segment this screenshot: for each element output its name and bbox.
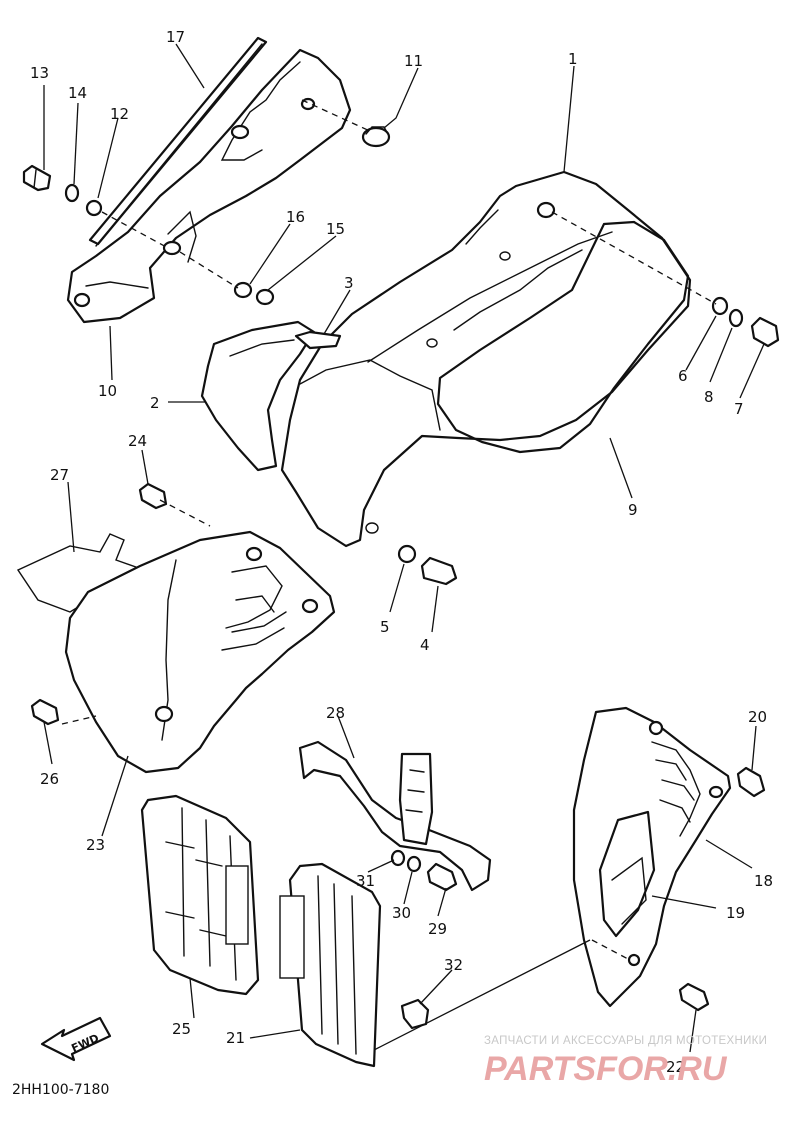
callout-22: 22 [666, 1058, 685, 1076]
callout-6: 6 [678, 367, 688, 385]
callout-23: 23 [86, 836, 105, 854]
callout-31: 31 [356, 872, 375, 890]
callout-11: 11 [404, 52, 423, 70]
part-7-bolt [750, 316, 780, 348]
leader-lines [43, 43, 765, 1053]
part-13-bolt [22, 164, 52, 192]
part-14-washer [64, 183, 80, 203]
callout-9: 9 [628, 501, 638, 519]
callout-8: 8 [704, 388, 714, 406]
callout-2: 2 [150, 394, 160, 412]
part-10-bracket [66, 48, 352, 324]
callout-13: 13 [30, 64, 49, 82]
part-16-washer [233, 281, 253, 299]
part-9-seal [436, 220, 690, 454]
callout-16: 16 [286, 208, 305, 226]
part-28-bracket [298, 740, 492, 892]
callout-27: 27 [50, 466, 69, 484]
callout-30: 30 [392, 904, 411, 922]
part-31-washer [390, 849, 406, 867]
part-20-bolt [736, 766, 766, 798]
watermark-tagline: ЗАПЧАСТИ И АКСЕССУАРЫ ДЛЯ МОТОТЕХНИКИ [484, 1035, 767, 1047]
part-12-washer [85, 199, 103, 217]
watermark: ЗАПЧАСТИ И АКСЕССУАРЫ ДЛЯ МОТОТЕХНИКИ PA… [484, 1035, 767, 1088]
callout-29: 29 [428, 920, 447, 938]
callout-20: 20 [748, 708, 767, 726]
part-29-bolt [426, 862, 458, 892]
part-8-washer [728, 308, 744, 328]
watermark-brand: PARTSFOR.RU [484, 1050, 728, 1088]
part-3-clip [294, 330, 342, 350]
part-23-shroud [64, 530, 336, 774]
part-25-radiator-guard [140, 794, 260, 996]
callout-12: 12 [110, 105, 129, 123]
callout-25: 25 [172, 1020, 191, 1038]
callout-28: 28 [326, 704, 345, 722]
part-30-washer [406, 855, 422, 873]
callout-15: 15 [326, 220, 345, 238]
callout-3: 3 [344, 274, 354, 292]
callout-18: 18 [754, 872, 773, 890]
part-21-radiator-guard [279, 862, 382, 1068]
part-24-bolt [138, 482, 168, 510]
part-11-grommet [361, 126, 391, 148]
part-26-bolt [30, 698, 60, 726]
callout-10: 10 [98, 382, 117, 400]
part-6-washer [711, 296, 729, 316]
part-4-bolt [420, 556, 458, 586]
part-15-washer [255, 288, 275, 306]
callout-21: 21 [226, 1029, 245, 1047]
callout-5: 5 [380, 618, 390, 636]
callout-32: 32 [444, 956, 463, 974]
callout-19: 19 [726, 904, 745, 922]
part-2-inner-trim [200, 320, 316, 472]
callout-numbers: 1 2 3 4 5 6 7 8 9 10 11 12 13 14 15 16 1… [30, 28, 773, 1076]
part-19-decal [598, 810, 656, 938]
part-5-washer [397, 544, 417, 564]
callout-24: 24 [128, 432, 147, 450]
diagram-code: 2HH100-7180 [12, 1082, 109, 1098]
callout-4: 4 [420, 636, 430, 654]
callout-17: 17 [166, 28, 185, 46]
callout-7: 7 [734, 400, 744, 418]
callout-26: 26 [40, 770, 59, 788]
fwd-arrow: FWD [40, 1016, 112, 1062]
part-17-rod [88, 36, 268, 247]
callout-1: 1 [568, 50, 578, 68]
part-27-decal [16, 533, 152, 613]
part-22-bolt [678, 982, 710, 1012]
callout-14: 14 [68, 84, 87, 102]
